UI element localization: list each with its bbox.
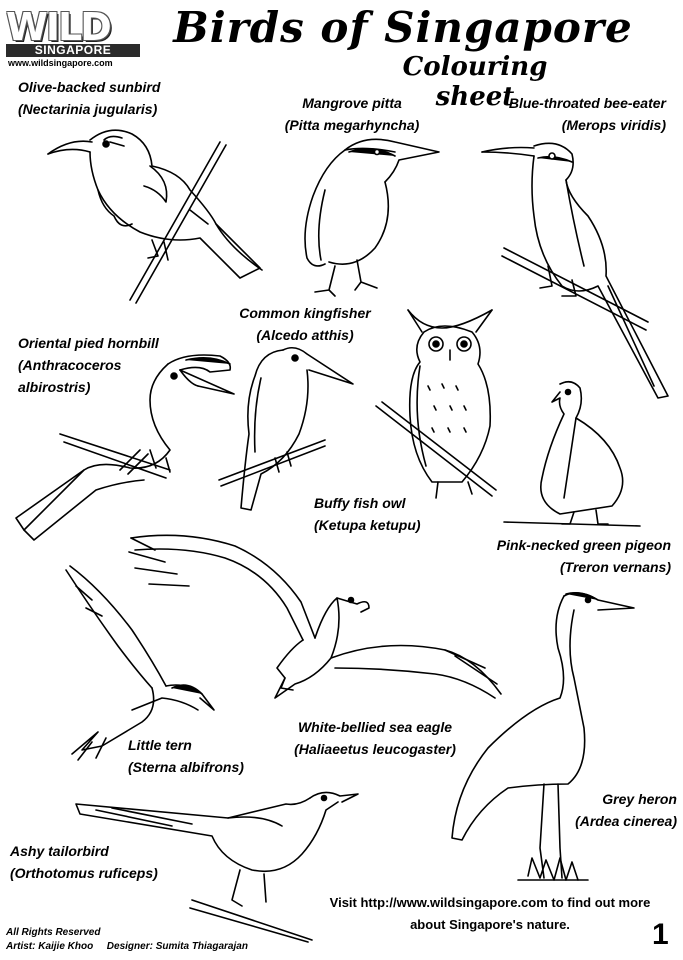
hornbill-illustration bbox=[15, 354, 235, 541]
scientific-name: (Alcedo atthis) bbox=[256, 327, 354, 343]
common-name: White-bellied sea eagle bbox=[297, 719, 453, 735]
visit-line-2: about Singapore's nature. bbox=[410, 917, 570, 932]
scientific-name: (Ardea cinerea) bbox=[575, 813, 677, 829]
scientific-name: (Pitta megarhyncha) bbox=[284, 117, 420, 133]
label-blue-throated-bee-eater: Blue-throated bee-eater (Merops viridis) bbox=[458, 92, 666, 136]
common-name: Grey heron bbox=[602, 791, 677, 807]
label-mangrove-pitta: Mangrove pitta (Pitta megarhyncha) bbox=[262, 92, 442, 136]
bee-eater-illustration bbox=[481, 142, 669, 399]
credits: All Rights Reserved Artist: Kaijie Khoo … bbox=[6, 926, 248, 954]
green-pigeon-illustration bbox=[503, 380, 641, 527]
common-name: Little tern bbox=[128, 737, 192, 753]
label-olive-backed-sunbird: Olive-backed sunbird (Nectarinia jugular… bbox=[18, 76, 160, 120]
label-little-tern: Little tern (Sterna albifrons) bbox=[128, 734, 244, 778]
common-name: Common kingfisher bbox=[239, 305, 371, 321]
common-name: Buffy fish owl bbox=[314, 495, 406, 511]
common-name: Ashy tailorbird bbox=[10, 843, 109, 859]
common-name: Olive-backed sunbird bbox=[18, 79, 161, 95]
label-oriental-pied-hornbill: Oriental pied hornbill (Anthracoceros al… bbox=[18, 332, 159, 398]
logo-brand: WILD bbox=[6, 5, 112, 49]
wildsingapore-logo: WILD SINGAPORE www.wildsingapore.com bbox=[4, 5, 142, 68]
scientific-name-line1: (Anthracoceros bbox=[18, 357, 122, 373]
logo-sub: SINGAPORE bbox=[6, 44, 140, 57]
label-grey-heron: Grey heron (Ardea cinerea) bbox=[540, 788, 677, 832]
fish-owl-illustration bbox=[375, 309, 497, 499]
sunbird-illustration bbox=[47, 129, 263, 304]
label-ashy-tailorbird: Ashy tailorbird (Orthotomus ruficeps) bbox=[10, 840, 158, 884]
mangrove-pitta-illustration bbox=[304, 138, 440, 297]
page-title: Birds of Singapore bbox=[173, 3, 633, 52]
scientific-name: (Merops viridis) bbox=[561, 117, 666, 133]
common-name: Blue-throated bee-eater bbox=[508, 95, 666, 111]
rights-text: All Rights Reserved bbox=[6, 927, 101, 938]
scientific-name-line2: albirostris) bbox=[18, 379, 91, 395]
label-buffy-fish-owl: Buffy fish owl (Ketupa ketupu) bbox=[314, 492, 421, 536]
grey-heron-illustration bbox=[451, 592, 635, 881]
scientific-name: (Treron vernans) bbox=[560, 559, 671, 575]
logo-url: www.wildsingapore.com bbox=[8, 58, 113, 68]
page-subtitle: Colouring sheet bbox=[402, 52, 548, 112]
label-white-bellied-sea-eagle: White-bellied sea eagle (Haliaeetus leuc… bbox=[270, 716, 480, 760]
scientific-name: (Nectarinia jugularis) bbox=[18, 101, 158, 117]
visit-notice: Visit http://www.wildsingapore.com to fi… bbox=[300, 892, 680, 936]
common-name: Oriental pied hornbill bbox=[18, 335, 159, 351]
common-name: Pink-necked green pigeon bbox=[496, 537, 671, 553]
designer-credit: Designer: Sumita Thiagarajan bbox=[106, 941, 248, 952]
scientific-name: (Haliaeetus leucogaster) bbox=[294, 741, 456, 757]
visit-line-1: Visit http://www.wildsingapore.com to fi… bbox=[329, 895, 651, 910]
little-tern-illustration bbox=[65, 565, 215, 761]
scientific-name: (Orthotomus ruficeps) bbox=[10, 865, 158, 881]
label-pink-necked-green-pigeon: Pink-necked green pigeon (Treron vernans… bbox=[440, 534, 671, 578]
scientific-name: (Sterna albifrons) bbox=[128, 759, 244, 775]
sea-eagle-illustration bbox=[128, 534, 502, 699]
common-name: Mangrove pitta bbox=[302, 95, 402, 111]
label-common-kingfisher: Common kingfisher (Alcedo atthis) bbox=[220, 302, 390, 346]
page-number: 1 bbox=[652, 918, 669, 951]
artist-credit: Artist: Kaijie Khoo bbox=[6, 941, 94, 952]
tailorbird-illustration bbox=[75, 791, 359, 943]
scientific-name: (Ketupa ketupu) bbox=[314, 517, 421, 533]
kingfisher-illustration bbox=[218, 346, 354, 511]
